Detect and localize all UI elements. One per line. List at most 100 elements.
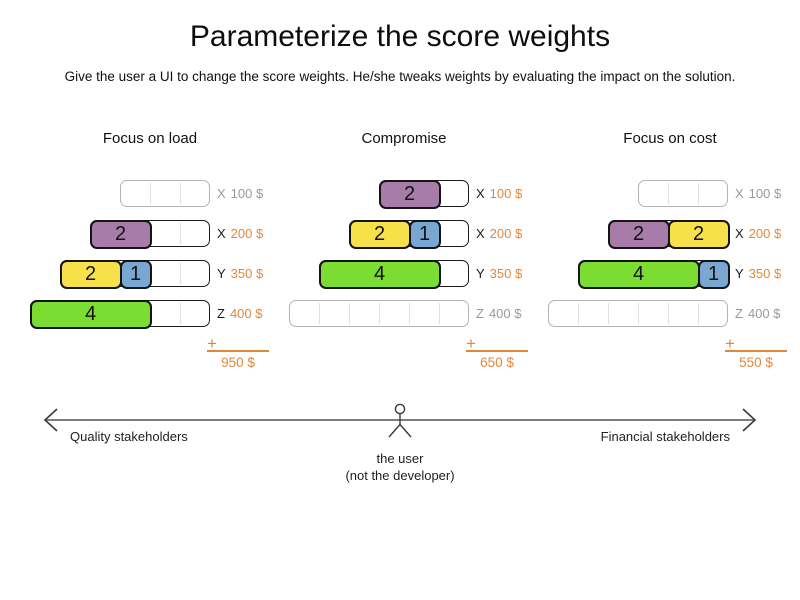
capacity-box <box>548 300 728 327</box>
weight-block: 2 <box>607 220 670 249</box>
resource-cost: 400 $ <box>747 306 781 321</box>
sum-line <box>466 350 528 352</box>
resource-letter: Y <box>476 266 485 281</box>
unit-divider <box>179 263 181 284</box>
resource-cost: 200 $ <box>748 226 782 241</box>
unit-divider <box>179 223 181 244</box>
row-label: Z 400 $ <box>735 300 781 327</box>
user-right-leg <box>399 424 412 438</box>
unit-divider <box>667 303 669 324</box>
user-label: the user <box>376 451 424 466</box>
weight-block: 2 <box>59 260 122 289</box>
row-label: X 200 $ <box>735 220 781 247</box>
page-title: Parameterize the score weights <box>189 20 611 53</box>
sum-line <box>207 350 269 352</box>
resource-letter: Y <box>735 266 744 281</box>
unit-divider <box>607 303 609 324</box>
unit-divider <box>637 303 639 324</box>
resource-letter: X <box>735 226 744 241</box>
unit-divider <box>378 303 380 324</box>
total-cost: 950 $ <box>221 355 255 370</box>
axis-label-financial: Financial stakeholders <box>600 429 730 444</box>
resource-cost: 400 $ <box>488 306 522 321</box>
weight-block: 1 <box>408 220 441 249</box>
resource-cost: 400 $ <box>229 306 263 321</box>
resource-cost: 100 $ <box>748 186 782 201</box>
row-label: X 100 $ <box>217 180 263 207</box>
capacity-box <box>120 180 210 207</box>
row-label: X 200 $ <box>476 220 522 247</box>
resource-cost: 350 $ <box>230 266 264 281</box>
capacity-box: 2 <box>89 220 210 249</box>
weight-block: 2 <box>667 220 730 249</box>
column-heading: Compromise <box>361 130 447 147</box>
resource-cost: 100 $ <box>230 186 264 201</box>
capacity-box: 4 <box>318 260 469 289</box>
weight-block: 2 <box>378 180 441 209</box>
column-heading: Focus on load <box>102 130 198 147</box>
weight-block: 2 <box>89 220 152 249</box>
unit-divider <box>408 303 410 324</box>
unit-divider <box>438 303 440 324</box>
user-label-sub: (not the developer) <box>345 468 455 483</box>
unit-divider <box>179 183 181 204</box>
total-cost: 650 $ <box>480 355 514 370</box>
row-label: X 200 $ <box>217 220 263 247</box>
stakeholder-axis <box>43 403 757 438</box>
resource-cost: 350 $ <box>489 266 523 281</box>
capacity-box <box>289 300 469 327</box>
right-arrow-icon <box>742 408 757 432</box>
row-label: X 100 $ <box>476 180 522 207</box>
capacity-box <box>638 180 728 207</box>
resource-cost: 350 $ <box>748 266 782 281</box>
resource-letter: X <box>476 186 485 201</box>
axis-label-quality: Quality stakeholders <box>70 429 188 444</box>
column-heading: Focus on cost <box>623 130 717 147</box>
weight-block: 1 <box>697 260 730 289</box>
unit-divider <box>577 303 579 324</box>
weight-block: 4 <box>29 300 152 329</box>
user-head <box>394 403 406 415</box>
row-label: Y 350 $ <box>476 260 522 287</box>
row-label: Z 400 $ <box>217 300 263 327</box>
resource-cost: 200 $ <box>489 226 523 241</box>
unit-divider <box>318 303 320 324</box>
plus-sign: + <box>725 334 735 353</box>
sum-line <box>725 350 787 352</box>
user-left-leg <box>388 424 401 438</box>
resource-letter: X <box>217 226 226 241</box>
row-label: X 100 $ <box>735 180 781 207</box>
resource-letter: Z <box>476 306 484 321</box>
unit-divider <box>179 303 181 324</box>
unit-divider <box>667 183 669 204</box>
weight-block: 4 <box>577 260 700 289</box>
row-label: Y 350 $ <box>217 260 263 287</box>
row-label: Y 350 $ <box>735 260 781 287</box>
unit-divider <box>697 183 699 204</box>
capacity-box: 4 <box>29 300 210 329</box>
capacity-box: 2 <box>378 180 469 209</box>
unit-divider <box>149 183 151 204</box>
unit-divider <box>697 303 699 324</box>
resource-letter: Z <box>217 306 225 321</box>
plus-sign: + <box>466 334 476 353</box>
left-arrow-icon <box>43 408 58 432</box>
weight-block: 2 <box>348 220 411 249</box>
user-figure-icon <box>388 403 412 438</box>
resource-cost: 100 $ <box>489 186 523 201</box>
resource-letter: X <box>217 186 226 201</box>
resource-letter: X <box>735 186 744 201</box>
total-cost: 550 $ <box>739 355 773 370</box>
row-label: Z 400 $ <box>476 300 522 327</box>
resource-letter: Y <box>217 266 226 281</box>
resource-letter: X <box>476 226 485 241</box>
subtitle: Give the user a UI to change the score w… <box>64 69 736 84</box>
resource-cost: 200 $ <box>230 226 264 241</box>
resource-letter: Z <box>735 306 743 321</box>
unit-divider <box>348 303 350 324</box>
